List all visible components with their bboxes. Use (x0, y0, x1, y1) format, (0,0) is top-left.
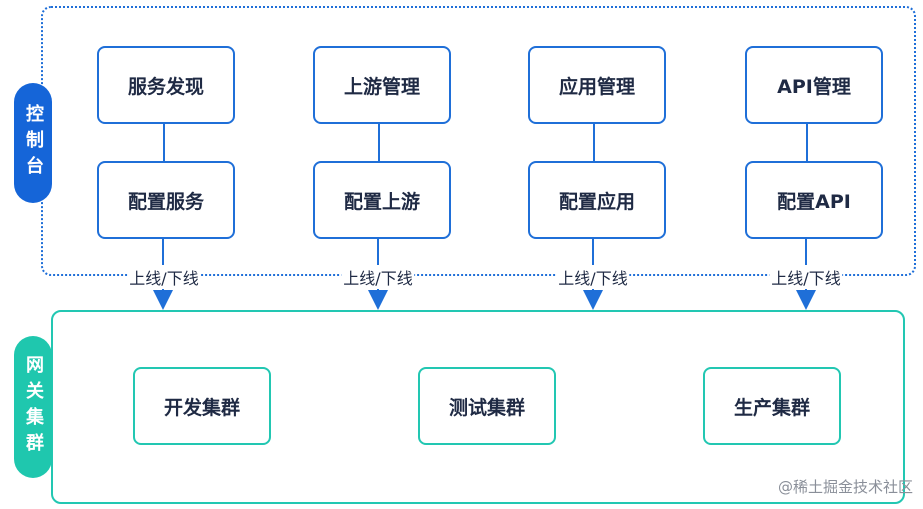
gateway-cluster-region (51, 310, 905, 504)
connector-col-4 (806, 124, 808, 161)
gateway-cluster-tag: 网关集群 (14, 336, 52, 478)
config-service-box: 配置服务 (97, 161, 235, 239)
config-api-box: 配置API (745, 161, 883, 239)
config-upstream-box: 配置上游 (313, 161, 451, 239)
edge-label-col-3: 上线/下线 (556, 265, 630, 289)
connector-col-2 (378, 124, 380, 161)
service-discovery-box: 服务发现 (97, 46, 235, 124)
test-cluster-box: 测试集群 (418, 367, 556, 445)
control-plane-tag: 控制台 (14, 83, 52, 203)
prod-cluster-box: 生产集群 (703, 367, 841, 445)
api-mgmt-box: API管理 (745, 46, 883, 124)
connector-col-1 (163, 124, 165, 161)
upstream-mgmt-box: 上游管理 (313, 46, 451, 124)
edge-label-col-4: 上线/下线 (769, 265, 843, 289)
edge-label-col-1: 上线/下线 (127, 265, 201, 289)
dev-cluster-box: 开发集群 (133, 367, 271, 445)
connector-col-3 (593, 124, 595, 161)
edge-label-col-2: 上线/下线 (341, 265, 415, 289)
app-mgmt-box: 应用管理 (528, 46, 666, 124)
config-app-box: 配置应用 (528, 161, 666, 239)
watermark: @稀土掘金技术社区 (777, 478, 913, 496)
